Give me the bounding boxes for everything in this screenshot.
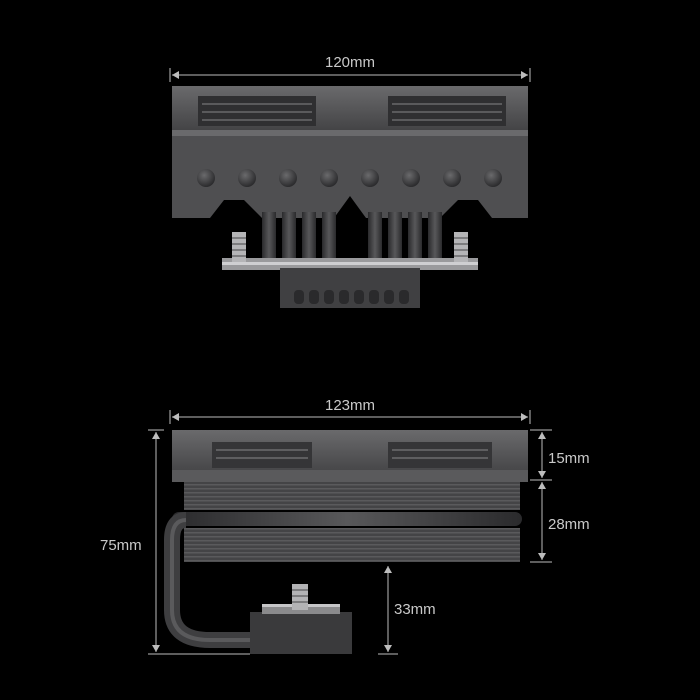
side-fan-base-rim [172, 470, 528, 482]
dimension-total-height [148, 429, 250, 655]
label-top-width: 120mm [325, 54, 375, 71]
dimension-top-width [169, 68, 531, 82]
front-view [172, 86, 528, 308]
heatpipe-cap [197, 169, 215, 187]
heatpipe-cap [361, 169, 379, 187]
heatpipe-cap [443, 169, 461, 187]
front-spring-screws [232, 232, 468, 262]
label-fin-height: 28mm [548, 516, 590, 533]
side-fan-opening-right [388, 442, 492, 468]
side-fin-stack-lower [184, 528, 520, 562]
dimension-clearance-height [378, 566, 398, 655]
side-base-block [250, 612, 352, 654]
side-view [164, 430, 528, 654]
side-fan-opening-left [212, 442, 312, 468]
side-heatpipe-horizontal [172, 512, 522, 526]
dimension-bottom-width [169, 410, 531, 424]
label-fan-height: 15mm [548, 450, 590, 467]
heatpipe-cap [279, 169, 297, 187]
front-base-pipe-ends [294, 290, 409, 304]
label-clearance-height: 33mm [394, 601, 436, 618]
heatpipe-cap [402, 169, 420, 187]
side-spring-screw [292, 584, 308, 610]
front-fin-top-edge [172, 130, 528, 136]
label-bottom-width: 123mm [325, 397, 375, 414]
dimension-fan-height [530, 429, 552, 481]
heatpipe-cap [238, 169, 256, 187]
front-heatpipes [262, 212, 442, 268]
heatpipe-caps [197, 169, 502, 187]
front-fin-stack [172, 130, 528, 218]
side-fin-stack-upper [184, 482, 520, 510]
heatpipe-cap [320, 169, 338, 187]
front-fan-blades [202, 103, 502, 121]
label-total-height: 75mm [100, 537, 142, 554]
heatpipe-cap [484, 169, 502, 187]
dimension-fin-height [530, 482, 552, 563]
